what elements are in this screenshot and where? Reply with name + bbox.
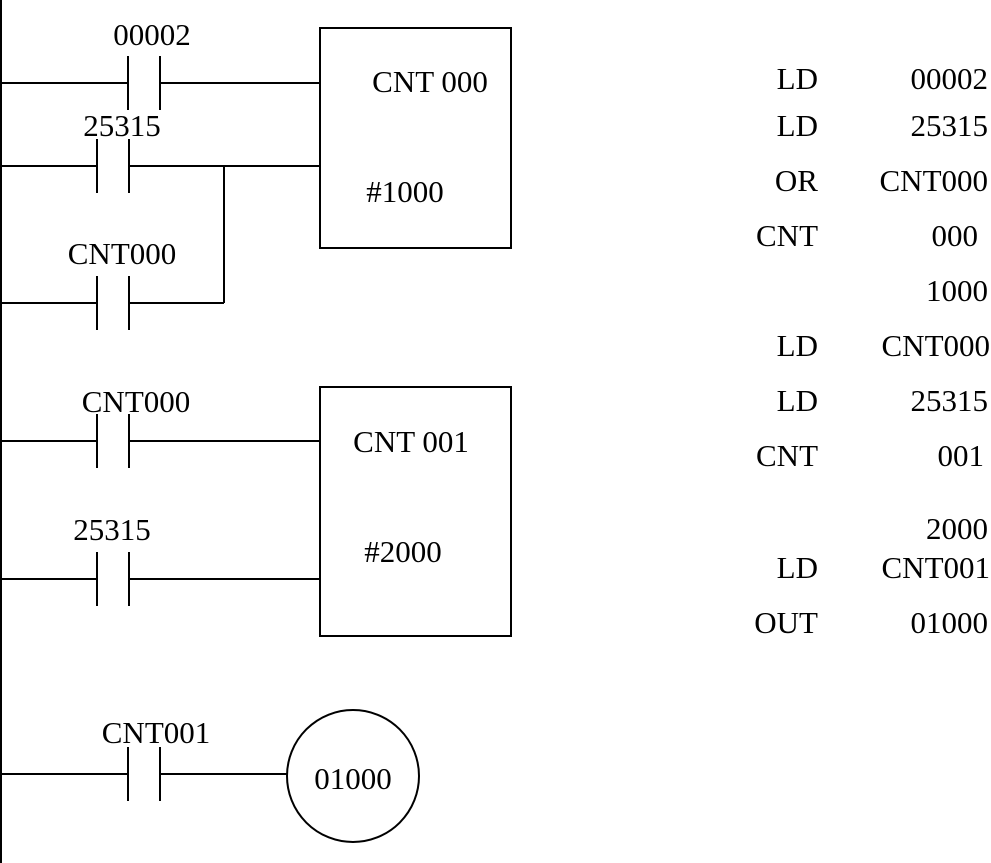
il-operand: 000 [932, 218, 979, 253]
il-operand: 25315 [911, 108, 989, 143]
il-op: LD [777, 550, 818, 585]
rung-1: 00002 25315 CNT000 CNT 000 #1000 [1, 17, 512, 330]
il-operand: 01000 [911, 605, 989, 640]
il-operand: 25315 [911, 383, 989, 418]
il-op: LD [777, 61, 818, 96]
contact-label: 00002 [113, 17, 191, 52]
il-op: OR [775, 163, 818, 198]
rung-3: CNT001 01000 [1, 709, 420, 843]
output-coil [286, 709, 420, 843]
il-operand: CNT000 [880, 163, 989, 198]
il-operand: 2000 [926, 511, 988, 546]
coil-label: 01000 [314, 761, 392, 796]
il-operand: 001 [938, 438, 985, 473]
contact-label: 25315 [83, 108, 161, 143]
contact-label: 25315 [73, 512, 151, 547]
contact-label: CNT001 [102, 715, 211, 750]
instruction-list: LD 00002 LD 25315 OR CNT000 CNT 000 1000… [754, 61, 990, 640]
contact-label: CNT000 [68, 236, 177, 271]
il-op: LD [777, 108, 818, 143]
il-operand: CNT000 [882, 328, 991, 363]
il-op: LD [777, 328, 818, 363]
il-op: OUT [754, 605, 818, 640]
il-op: CNT [756, 438, 818, 473]
counter-block [319, 386, 512, 637]
contact-label: CNT000 [82, 384, 191, 419]
il-operand: 00002 [911, 61, 989, 96]
counter-name: CNT 000 [372, 64, 488, 99]
counter-name: CNT 001 [353, 424, 469, 459]
il-op: CNT [756, 218, 818, 253]
il-operand: 1000 [926, 273, 988, 308]
counter-block [319, 27, 512, 249]
rung-2: CNT000 25315 CNT 001 #2000 [1, 384, 512, 637]
counter-preset: #1000 [366, 174, 444, 209]
counter-preset: #2000 [364, 534, 442, 569]
il-operand: CNT001 [882, 550, 991, 585]
il-op: LD [777, 383, 818, 418]
